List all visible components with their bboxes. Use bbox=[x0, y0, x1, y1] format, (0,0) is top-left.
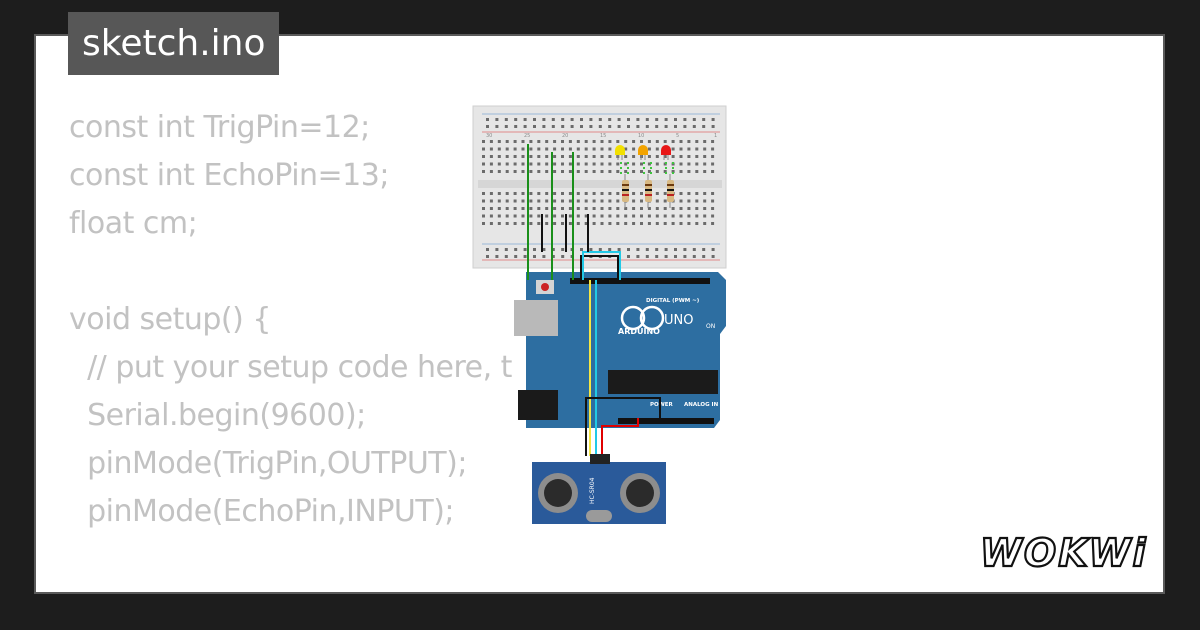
breadboard-column-number: 15 bbox=[600, 133, 606, 139]
sensor-crystal bbox=[586, 510, 612, 522]
wire-red-vcc bbox=[601, 418, 639, 456]
arduino-model-label: UNO bbox=[664, 313, 693, 328]
code-line: pinMode(EchoPin,INPUT); bbox=[69, 494, 455, 529]
breadboard: 30 25 20 15 10 5 1 bbox=[472, 105, 727, 269]
code-line: // put your setup code here, t bbox=[69, 350, 512, 385]
arduino-logo-icon bbox=[620, 305, 646, 331]
sensor-pin-header bbox=[590, 454, 610, 464]
code-editor[interactable]: const int TrigPin=12; const int EchoPin=1… bbox=[69, 104, 606, 592]
code-line: const int TrigPin=12; bbox=[69, 110, 370, 145]
breadboard-column-number: 1 bbox=[714, 133, 717, 139]
digital-pins-label: DIGITAL (PWM ~) bbox=[646, 298, 700, 304]
code-line: const int EchoPin=13; bbox=[69, 158, 389, 193]
wire-cyan-echo bbox=[582, 251, 621, 280]
led-leg-markers bbox=[620, 162, 674, 174]
led-yellow bbox=[615, 145, 625, 160]
usb-port bbox=[514, 300, 558, 336]
breadboard-column-number: 5 bbox=[676, 133, 679, 139]
power-jack bbox=[518, 390, 558, 420]
arduino-brand-label: ARDUINO bbox=[618, 327, 660, 336]
wokwi-logo-text: WOKWi bbox=[980, 531, 1148, 575]
led-orange bbox=[638, 145, 648, 160]
breadboard-center-channel bbox=[478, 180, 722, 188]
resistor-3 bbox=[667, 174, 674, 208]
led-red bbox=[661, 145, 671, 160]
code-line: Serial.begin(9600); bbox=[69, 398, 366, 433]
breadboard-holes bbox=[482, 118, 715, 258]
wokwi-logo-icon: WOKWi bbox=[979, 530, 1148, 576]
power-analog-header bbox=[618, 418, 714, 424]
wire-black-sensor-gnd bbox=[585, 397, 661, 456]
breadboard-column-number: 25 bbox=[524, 133, 530, 139]
file-tab[interactable]: sketch.ino bbox=[68, 12, 280, 75]
power-pins-label: POWER bbox=[650, 402, 674, 408]
code-line bbox=[69, 536, 606, 584]
code-line: float cm; bbox=[69, 206, 198, 241]
breadboard-column-number: 10 bbox=[638, 133, 644, 139]
hc-sr04-sensor: HC-SR04 bbox=[532, 454, 666, 524]
resistor-1 bbox=[622, 174, 629, 208]
wires bbox=[527, 144, 661, 462]
resistors bbox=[622, 174, 674, 208]
on-led-label: ON bbox=[706, 323, 715, 330]
breadboard-column-number: 20 bbox=[562, 133, 568, 139]
arduino-uno-board: ARDUINO UNO ON DIGITAL (PWM ~) POWER ANA… bbox=[514, 272, 726, 428]
breadboard-column-number: 30 bbox=[486, 133, 492, 139]
code-line: void setup() { bbox=[69, 302, 271, 337]
analog-pins-label: ANALOG IN bbox=[684, 402, 719, 408]
resistor-2 bbox=[645, 174, 652, 208]
breadboard-column-numbers: 30 25 20 15 10 5 1 bbox=[486, 133, 717, 139]
code-line: pinMode(11, OUTPUT); //yellow LED bbox=[69, 584, 606, 592]
digital-header bbox=[570, 278, 710, 284]
wire-black-gnd bbox=[580, 255, 619, 280]
sensor-model-label: HC-SR04 bbox=[589, 477, 596, 504]
circuit-diagram: 30 25 20 15 10 5 1 bbox=[472, 105, 727, 524]
atmega-chip bbox=[608, 370, 718, 394]
code-line: pinMode(TrigPin,OUTPUT); bbox=[69, 446, 467, 481]
